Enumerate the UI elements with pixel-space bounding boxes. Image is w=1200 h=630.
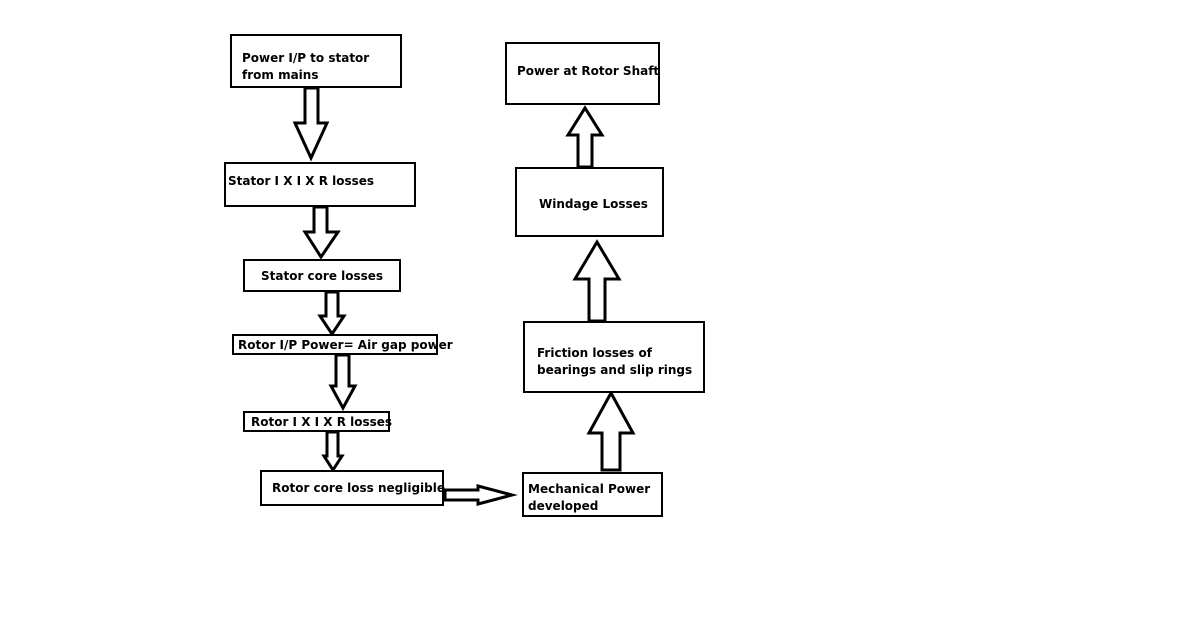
box-rotor-core-loss-label: Rotor core loss negligible — [272, 481, 446, 495]
box-friction-losses: Friction losses of bearings and slip rin… — [523, 321, 705, 393]
arrow-input-to-stator-losses — [292, 86, 330, 162]
box-stator-core-losses: Stator core losses — [243, 259, 401, 292]
box-rotor-shaft-power: Power at Rotor Shaft — [505, 42, 660, 105]
arrow-core-losses-to-rotor-input — [317, 290, 347, 337]
box-power-input-label: Power I/P to stator from mains — [242, 51, 370, 82]
arrow-core-loss-to-mechanical-power — [443, 484, 518, 506]
box-rotor-input-power: Rotor I/P Power= Air gap power — [232, 334, 453, 355]
box-windage-losses-label: Windage Losses — [539, 197, 648, 211]
box-power-input: Power I/P to stator from mains — [230, 34, 402, 88]
box-stator-copper-losses: Stator I X I X R losses — [224, 162, 416, 207]
box-stator-copper-losses-label: Stator I X I X R losses — [228, 174, 375, 188]
box-friction-losses-label: Friction losses of bearings and slip rin… — [537, 346, 693, 377]
box-rotor-copper-losses: Rotor I X I X R losses — [243, 411, 393, 432]
box-rotor-copper-losses-label: Rotor I X I X R losses — [251, 415, 393, 429]
arrow-mechanical-to-friction — [586, 389, 636, 472]
box-windage-losses: Windage Losses — [515, 167, 664, 237]
box-mechanical-power: Mechanical Power developed — [522, 472, 663, 517]
box-rotor-input-power-label: Rotor I/P Power= Air gap power — [238, 338, 453, 352]
box-rotor-shaft-power-label: Power at Rotor Shaft — [517, 64, 660, 78]
box-stator-core-losses-label: Stator core losses — [261, 269, 384, 283]
arrow-rotor-input-to-rotor-losses — [328, 353, 358, 412]
arrow-windage-to-shaft — [565, 105, 605, 169]
arrow-rotor-losses-to-core-loss — [321, 430, 345, 473]
arrow-stator-losses-to-core-losses — [302, 205, 341, 260]
box-mechanical-power-label: Mechanical Power developed — [528, 482, 651, 513]
arrow-friction-to-windage — [572, 239, 622, 323]
box-rotor-core-loss: Rotor core loss negligible — [260, 470, 446, 506]
